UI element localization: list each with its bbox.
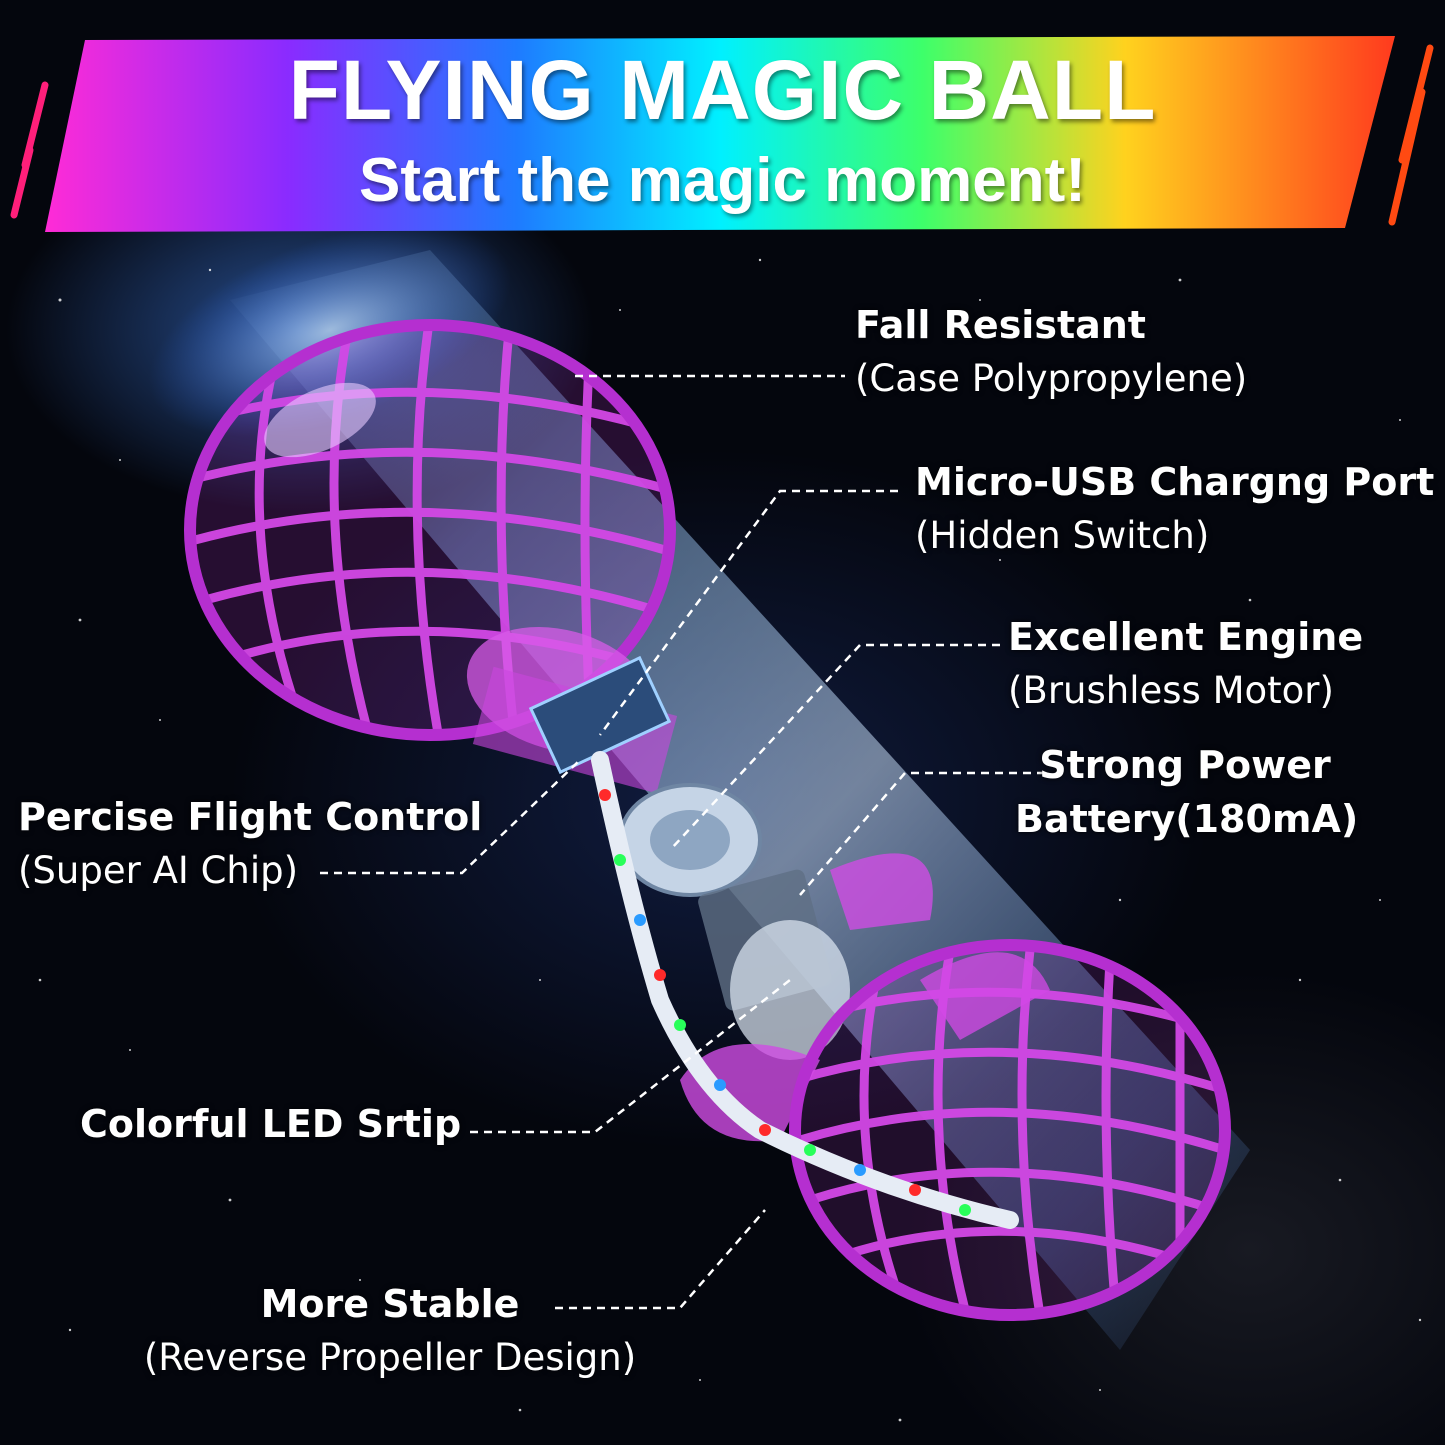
callout-subtitle: (Case Polypropylene) [855,357,1248,400]
callout-title: Colorful LED Srtip [80,1102,462,1146]
callout-usb-port: Micro-USB Chargng Port (Hidden Switch) [915,455,1434,563]
callout-subtitle: (Super AI Chip) [18,849,299,892]
callout-title: Percise Flight Control [18,795,483,839]
bottom-cage [795,945,1225,1315]
callout-subtitle: (Hidden Switch) [915,514,1210,557]
callout-subtitle: (Reverse Propeller Design) [143,1336,637,1379]
banner-accent-left [10,81,49,219]
callout-led-strip: Colorful LED Srtip [80,1097,461,1151]
banner-subtitle: Start the magic moment! [359,146,1086,215]
callout-title: Strong Power [1039,743,1331,787]
callout-battery: Strong Power Battery(180mA) [1015,738,1359,846]
banner-accent-right [1388,44,1434,226]
banner-title: FLYING MAGIC BALL [288,43,1157,137]
led-strip [591,751,1019,1229]
callout-title: Fall Resistant [855,303,1146,347]
starfield [38,258,1422,1422]
callout-subtitle: Battery(180mA) [1015,797,1359,841]
callout-engine: Excellent Engine (Brushless Motor) [1008,610,1363,718]
leader-lines [320,374,1045,1310]
callout-fall-resistant: Fall Resistant (Case Polypropylene) [855,298,1247,406]
ai-chip [528,655,672,775]
propeller-hub [730,920,850,1060]
callout-subtitle: (Brushless Motor) [1008,669,1334,712]
callout-stable: More Stable (Reverse Propeller Design) [110,1277,670,1385]
title-banner [45,36,1395,232]
callout-title: More Stable [260,1282,520,1326]
led-lights [599,789,971,1216]
callout-title: Excellent Engine [1008,615,1364,659]
callout-flight-control: Percise Flight Control (Super AI Chip) [18,790,482,898]
callout-title: Micro-USB Chargng Port [915,460,1435,504]
